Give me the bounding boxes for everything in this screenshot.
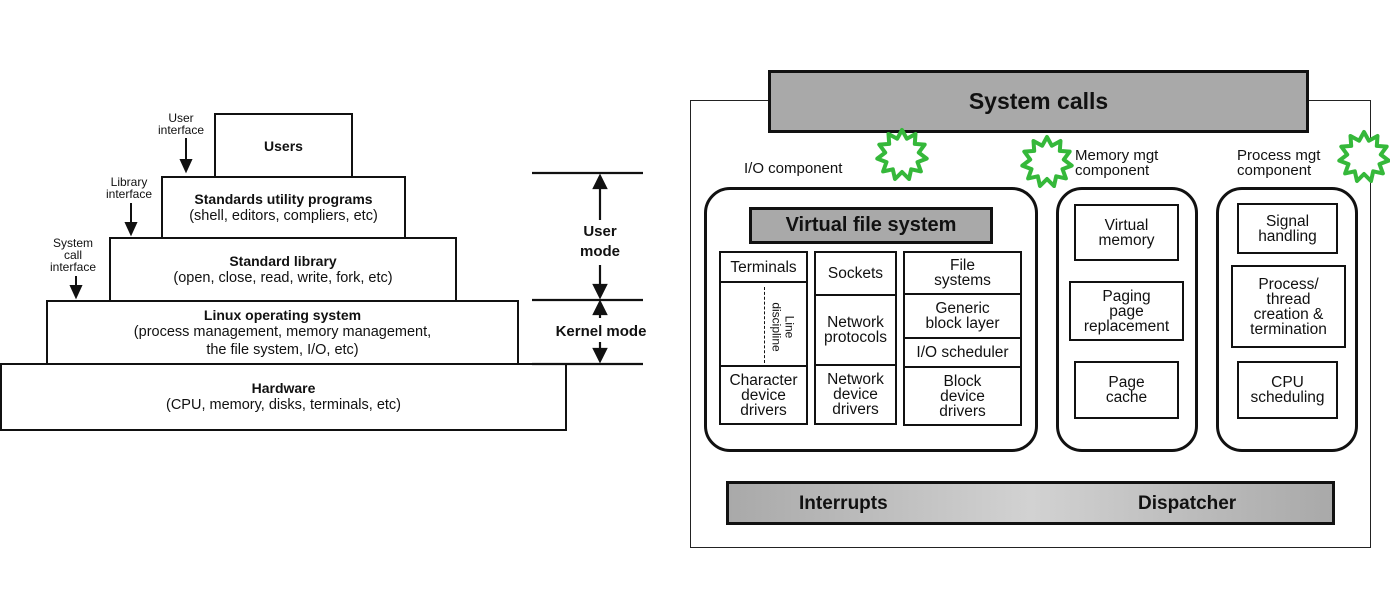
block-device-drivers-box: Block device drivers — [903, 366, 1022, 426]
user-interface-arrow-head — [179, 159, 193, 174]
utility-programs-layer: Standards utility programs (shell, edito… — [161, 176, 406, 239]
interrupts-label: Interrupts — [799, 493, 888, 514]
network-protocols-box: Network protocols — [814, 294, 897, 366]
user-mode-label: User mode — [579, 223, 620, 260]
paging-box: Paging page replacement — [1069, 281, 1184, 341]
utility-title: Standards utility programs — [194, 190, 373, 207]
linux-title: Linux operating system — [203, 306, 362, 323]
virtual-file-system-box: Virtual file system — [749, 207, 993, 244]
user-mode-arrow-down-head — [592, 283, 608, 300]
line-discipline-label: Line discipline — [770, 302, 798, 352]
process-component-label: Process mgt component — [1237, 147, 1321, 179]
sockets-box: Sockets — [814, 251, 897, 296]
character-device-drivers-box: Character device drivers — [719, 365, 808, 425]
syscall-interface-arrow-head — [69, 285, 83, 300]
io-scheduler-box: I/O scheduler — [903, 337, 1022, 368]
utility-detail: (shell, editors, compliers, etc) — [189, 207, 378, 224]
process-thread-box: Process/ thread creation & termination — [1231, 265, 1346, 348]
library-interface-label: Library interface — [105, 175, 153, 201]
network-device-drivers-box: Network device drivers — [814, 364, 897, 425]
stdlib-detail: (open, close, read, write, fork, etc) — [173, 269, 393, 286]
signal-handling-box: Signal handling — [1237, 203, 1338, 254]
kernel-mode-label: Kernel mode — [541, 324, 661, 340]
hardware-layer: Hardware (CPU, memory, disks, terminals,… — [0, 363, 567, 431]
system-calls-label: System calls — [968, 88, 1109, 114]
virtual-memory-box: Virtual memory — [1074, 204, 1179, 261]
line-discipline-box: Line discipline — [719, 281, 808, 367]
file-systems-box: File systems — [903, 251, 1022, 295]
cpu-scheduling-box: CPU scheduling — [1237, 361, 1338, 419]
io-component-label: I/O component — [744, 160, 843, 177]
stdlib-title: Standard library — [229, 252, 337, 269]
system-calls-bar: System calls — [768, 70, 1309, 133]
user-interface-label: User interface — [157, 111, 205, 137]
linux-detail-1: (process management, memory management, — [133, 323, 432, 340]
memory-component-label: Memory mgt component — [1075, 147, 1159, 179]
line-discipline-divider — [764, 287, 765, 363]
hardware-detail: (CPU, memory, disks, terminals, etc) — [166, 397, 401, 413]
system-call-interface-label: System call interface — [49, 236, 97, 274]
linux-os-layer: Linux operating system (process manageme… — [46, 300, 519, 365]
dispatcher-label: Dispatcher — [1138, 493, 1237, 514]
user-mode-arrow-up-head — [592, 173, 608, 190]
kernel-mode-arrow-down-head — [592, 347, 608, 364]
kernel-mode-arrow-up-head — [592, 299, 608, 316]
interface-arrows — [69, 138, 193, 300]
library-interface-arrow-head — [124, 222, 138, 237]
mode-scale — [532, 171, 643, 366]
vfs-label: Virtual file system — [785, 214, 957, 236]
hardware-title: Hardware — [251, 380, 316, 396]
generic-block-layer-box: Generic block layer — [903, 293, 1022, 339]
page-cache-box: Page cache — [1074, 361, 1179, 419]
linux-detail-2: the file system, I/O, etc) — [206, 341, 359, 358]
users-layer: Users — [214, 113, 353, 178]
users-label: Users — [264, 137, 303, 154]
interrupts-dispatcher-bar: Interrupts Dispatcher — [726, 481, 1335, 525]
terminals-box: Terminals — [719, 251, 808, 283]
